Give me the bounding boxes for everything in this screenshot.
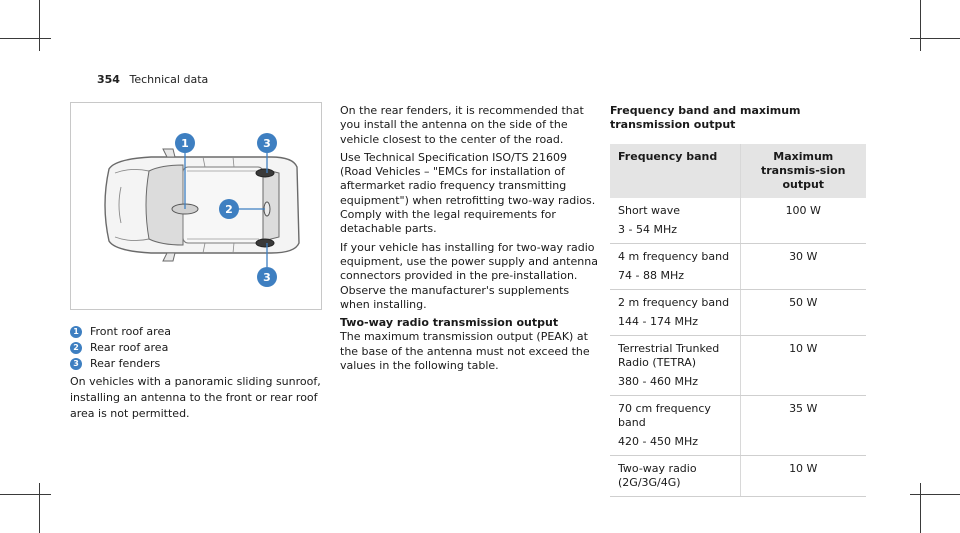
table-row: 4 m frequency band 74 - 88 MHz 30 W: [610, 243, 866, 290]
right-column: Frequency band and maximum transmission …: [610, 104, 866, 497]
band-range: 144 - 174 MHz: [618, 315, 698, 328]
page-header: 354 Technical data: [97, 73, 208, 86]
band-name: 2 m frequency band: [618, 296, 730, 309]
section-heading: Two-way radio transmission output: [340, 316, 559, 330]
section-title: Technical data: [129, 73, 209, 86]
crop-mark: [910, 494, 960, 495]
max-output: 50 W: [740, 289, 866, 336]
band-range: 74 - 88 MHz: [618, 269, 684, 282]
column-header: Frequency band: [610, 144, 741, 198]
callout-2: 2: [219, 199, 239, 219]
crop-mark: [39, 483, 40, 533]
column-header: Maximum transmis-sion output: [740, 144, 866, 198]
max-output: 10 W: [740, 455, 866, 497]
paragraph: If your vehicle has installing for two-w…: [340, 240, 598, 311]
legend-item: 3 Rear fenders: [70, 356, 322, 372]
band-name: Two-way radio (2G/3G/4G): [618, 462, 697, 489]
crop-mark: [920, 0, 921, 51]
max-output: 100 W: [740, 198, 866, 244]
band-name: Terrestrial Trunked Radio (TETRA): [618, 342, 720, 369]
page-number: 354: [97, 73, 120, 86]
table-row: 70 cm frequency band 420 - 450 MHz 35 W: [610, 395, 866, 456]
vehicle-antenna-figure: 1 2 3 3: [70, 102, 322, 310]
crop-mark: [0, 494, 51, 495]
band-name: 4 m frequency band: [618, 250, 730, 263]
table-row: Two-way radio (2G/3G/4G) 10 W: [610, 455, 866, 497]
max-output: 10 W: [740, 335, 866, 396]
band-name: Short wave: [618, 204, 681, 217]
max-output: 30 W: [740, 243, 866, 290]
paragraph: Use Technical Specification ISO/TS 21609…: [340, 150, 596, 236]
callout-3-top: 3: [257, 133, 277, 153]
legend-item: 2 Rear roof area: [70, 340, 322, 356]
callout-badge: 1: [70, 326, 82, 338]
crop-mark: [920, 483, 921, 533]
table-row: Short wave 3 - 54 MHz 100 W: [610, 198, 866, 244]
car-top-view-illustration: 1 2 3 3: [104, 133, 300, 287]
table-title: Frequency band and maximum transmission …: [610, 104, 801, 131]
callout-3-bottom: 3: [257, 267, 277, 287]
legend-label: Rear fenders: [90, 357, 161, 370]
paragraph: On the rear fenders, it is recommended t…: [340, 104, 584, 146]
table-row: Terrestrial Trunked Radio (TETRA) 380 - 4…: [610, 335, 866, 396]
svg-text:2: 2: [225, 203, 233, 216]
paragraph: The maximum transmission output (PEAK) a…: [340, 330, 590, 373]
callout-1: 1: [175, 133, 195, 153]
figure-legend: 1 Front roof area 2 Rear roof area 3 Rea…: [70, 324, 322, 422]
callout-badge: 3: [70, 358, 82, 370]
band-range: 380 - 460 MHz: [618, 375, 698, 388]
svg-text:3: 3: [263, 137, 271, 150]
crop-mark: [0, 38, 51, 39]
svg-text:3: 3: [263, 271, 271, 284]
legend-item: 1 Front roof area: [70, 324, 322, 340]
table-row: 2 m frequency band 144 - 174 MHz 50 W: [610, 289, 866, 336]
legend-label: Rear roof area: [90, 341, 169, 354]
frequency-table: Frequency band Maximum transmis-sion out…: [610, 144, 866, 497]
sunroof-note: On vehicles with a panoramic sliding sun…: [70, 375, 321, 420]
crop-mark: [39, 0, 40, 51]
max-output: 35 W: [740, 395, 866, 456]
band-name: 70 cm frequency band: [618, 402, 711, 429]
callout-badge: 2: [70, 342, 82, 354]
band-range: 420 - 450 MHz: [618, 435, 698, 448]
crop-mark: [910, 38, 960, 39]
middle-column: On the rear fenders, it is recommended t…: [340, 104, 598, 377]
band-range: 3 - 54 MHz: [618, 223, 677, 236]
svg-text:1: 1: [181, 137, 189, 150]
legend-label: Front roof area: [90, 325, 171, 338]
